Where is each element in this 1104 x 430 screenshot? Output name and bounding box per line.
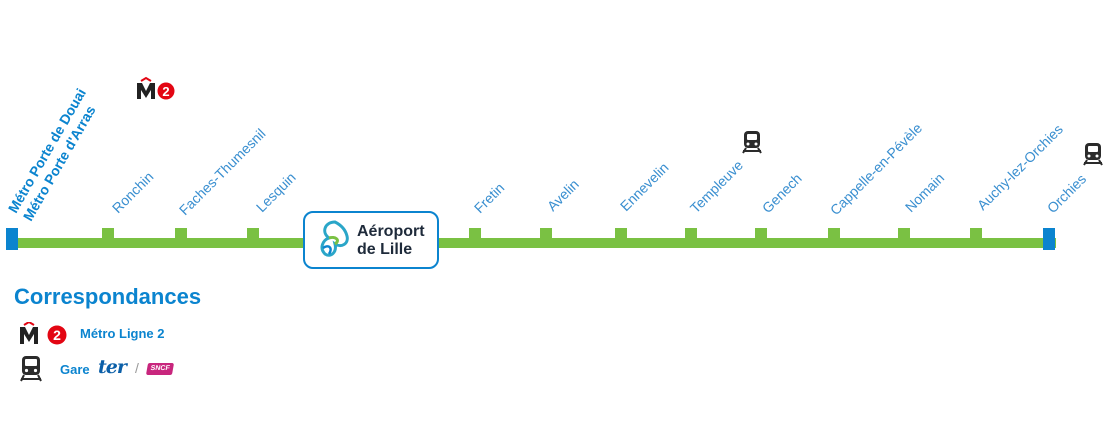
stop-label-genech: Genech	[759, 170, 805, 216]
stop-label-templeuve: Templeuve	[687, 157, 746, 216]
svg-text:2: 2	[162, 84, 169, 99]
stop-tick	[102, 228, 114, 240]
legend-title: Correspondances	[14, 284, 202, 309]
stop-tick	[828, 228, 840, 240]
stop-tick	[247, 228, 259, 240]
airport-logo-icon	[320, 220, 349, 257]
sncf-logo: SNCF	[145, 363, 175, 375]
stop-tick	[685, 228, 697, 240]
stop-label-ennevelin: Ennevelin	[617, 159, 672, 214]
metro-line-2-icon: 2	[20, 322, 67, 345]
legend-separator: /	[135, 360, 139, 376]
stop-tick	[755, 228, 767, 240]
train-icon	[742, 131, 762, 154]
stop-label-nomain: Nomain	[902, 170, 947, 215]
stop-tick	[615, 228, 627, 240]
terminus-west-marker	[6, 228, 18, 250]
airport-name-line-1: Aéroport	[357, 223, 425, 240]
stop-label-avelin: Avelin	[544, 176, 582, 214]
legend-metro-label: Métro Ligne 2	[80, 326, 165, 341]
stop-tick	[469, 228, 481, 240]
stop-tick	[898, 228, 910, 240]
ter-logo: ter	[98, 356, 127, 378]
airport-name-line-2: de Lille	[357, 241, 413, 258]
airport-name: Aéroport de Lille	[357, 223, 425, 259]
train-icon	[20, 356, 42, 382]
svg-text:2: 2	[53, 327, 61, 343]
stop-tick	[970, 228, 982, 240]
train-icon	[1083, 143, 1103, 166]
airport-hub: Aéroport de Lille	[303, 211, 439, 269]
stop-label-lesquin: Lesquin	[253, 169, 299, 215]
stop-tick	[175, 228, 187, 240]
stop-ticks	[102, 228, 982, 240]
stop-label-fretin: Fretin	[471, 179, 508, 216]
stop-tick	[540, 228, 552, 240]
metro-line-2-icon: 2	[137, 76, 175, 100]
legend-gare-label: Gare	[60, 362, 90, 377]
stop-label-ronchin: Ronchin	[109, 168, 157, 216]
stop-label-orchies: Orchies	[1044, 171, 1089, 216]
line-track	[12, 238, 1056, 248]
terminus-east-marker	[1043, 228, 1055, 250]
